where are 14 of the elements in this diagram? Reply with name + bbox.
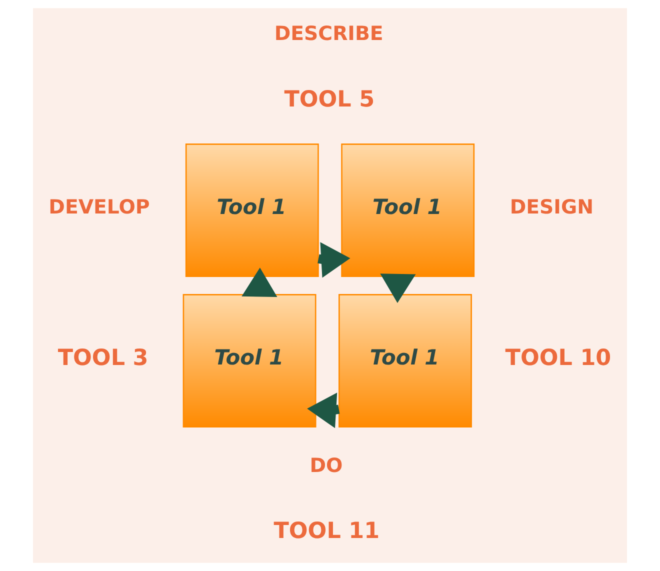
node-box: Tool 1 [182,294,316,428]
label: DESIGN [510,196,594,219]
label: DEVELOP [48,196,150,219]
arrow [380,274,416,303]
label: TOOL 11 [274,518,380,544]
arrow [242,268,278,297]
label: TOOL 3 [58,344,148,371]
node-box: Tool 1 [341,144,475,277]
node-box: Tool 1 [185,144,319,277]
label: TOOL 5 [284,86,375,112]
label: DO [310,454,343,477]
node-box: Tool 1 [338,294,472,428]
label: DESCRIBE [274,22,384,46]
label: TOOL 10 [505,344,612,371]
